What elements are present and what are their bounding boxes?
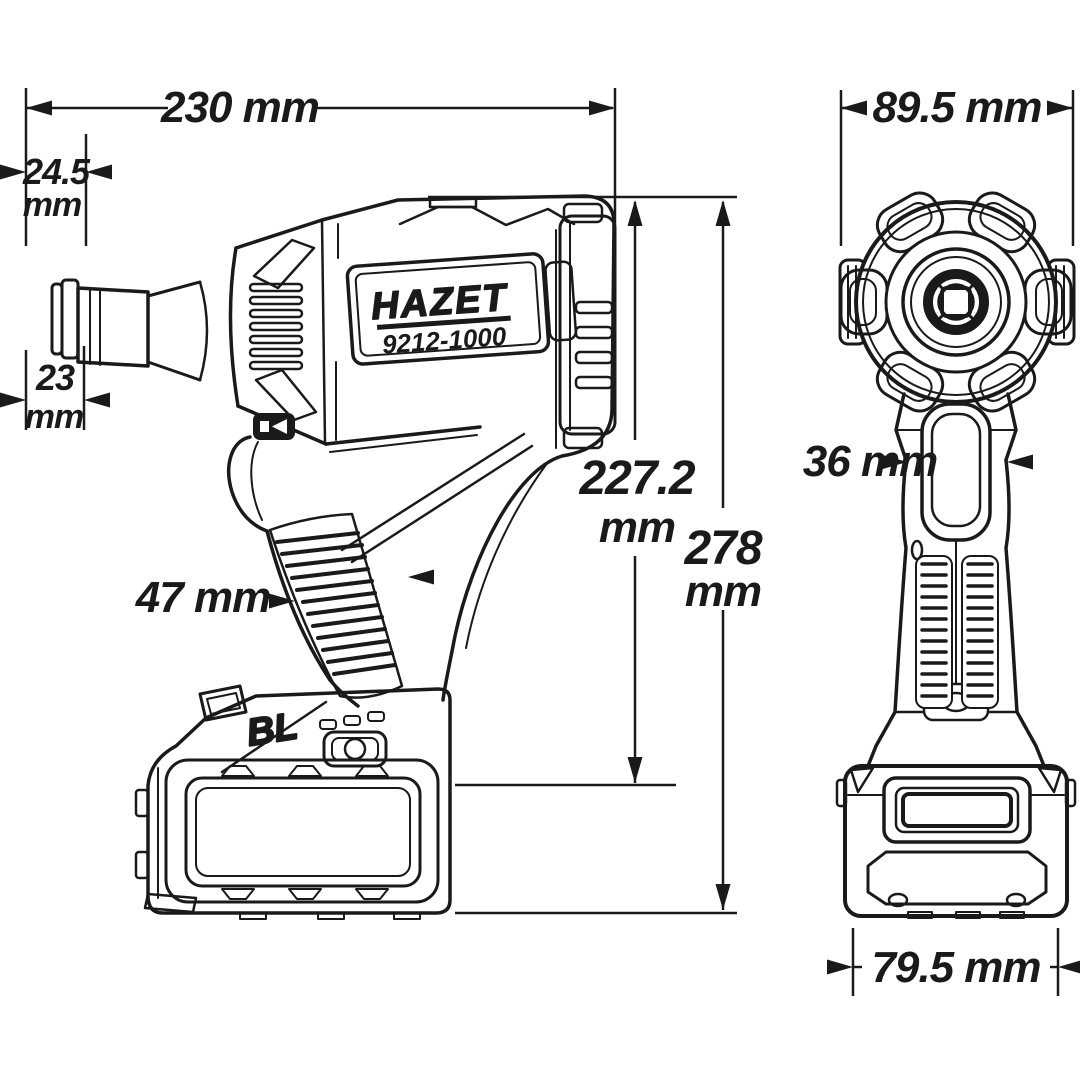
hammer-case [228,218,328,446]
arrow-right-icon [881,454,907,470]
dim-anvil-value: 24.5 [22,151,91,192]
dim-drive-offset: 23 mm [0,346,110,436]
grip-ribbed-pad [265,512,404,708]
dim-overall-height: 278 mm [455,200,764,915]
handle-front [866,392,1046,768]
arrow-down-icon [715,884,731,910]
dim-handle-width: 36 mm [803,437,1033,486]
dim-drive-offset-value: 23 [35,357,75,398]
dim-body-height-unit: mm [599,503,675,552]
trigger-front [920,402,992,542]
head-front [839,191,1073,413]
dim-handle-width-label: 36 mm [803,437,937,486]
front-view [835,191,1077,919]
arrow-left-icon [84,392,110,408]
side-view: HAZET 9212-1000 [50,194,617,920]
arrow-left-icon [1007,454,1033,470]
rear-bumper [558,202,617,450]
dim-overall-height-value: 278 [683,522,762,575]
arrow-right-icon [827,959,853,975]
arrow-up-icon [715,200,731,226]
arrow-right-icon [0,392,26,408]
anvil-square-drive [50,278,209,382]
arrow-left-icon [86,164,112,180]
arrow-right-icon [589,100,615,116]
dimension-annotations: 230 mm 24.5 mm 23 mm 227.2 [0,83,1080,996]
dim-grip-width-label: 47 mm [135,573,270,622]
dim-overall-height-unit: mm [685,567,761,616]
handle-rib-panels [915,555,999,709]
arrow-left-icon [408,569,434,585]
dim-overall-length: 230 mm [24,83,617,246]
dim-grip-width: 47 mm [135,569,434,622]
dim-head-width-label: 89.5 mm [872,83,1041,132]
trigger [227,435,269,533]
drive-ring [923,269,989,335]
arrow-down-icon [627,757,643,783]
vent-slats [248,282,304,371]
brand-plate: HAZET 9212-1000 [345,252,578,366]
forward-reverse-button [253,413,295,440]
square-drive-front [940,286,972,318]
dim-anvil-unit: mm [23,186,81,224]
motor-badge-text: BL [244,705,301,754]
dim-battery-width-label: 79.5 mm [871,943,1040,992]
dim-body-height: 227.2 mm [455,200,697,787]
arrow-right-icon [1047,100,1073,116]
dim-drive-offset-unit: mm [25,398,83,436]
dim-body-height-value: 227.2 [578,452,695,505]
dim-overall-length-label: 230 mm [160,83,319,132]
dim-anvil-protrusion: 24.5 mm [0,134,112,246]
arrow-right-icon [0,164,26,180]
dim-head-width: 89.5 mm [839,83,1075,246]
battery-pack-front [835,764,1077,919]
arrow-left-icon [26,100,52,116]
arrow-left-icon [841,100,867,116]
arrow-up-icon [627,200,643,226]
battery-pack-side: BL [134,684,452,920]
arrow-right-icon [269,593,295,609]
arrow-left-icon [1058,960,1080,974]
dim-battery-width: 79.5 mm [827,928,1080,996]
